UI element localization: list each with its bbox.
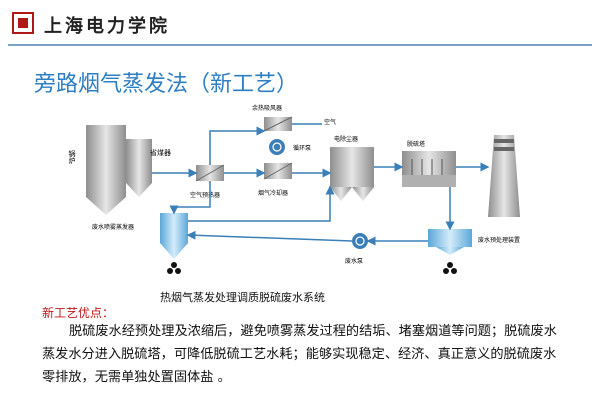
school-logo <box>12 12 34 34</box>
residue-pile-right <box>443 262 457 274</box>
label-waste-pump: 废水泵 <box>345 257 363 265</box>
pipe-network <box>152 123 490 246</box>
label-circ-pump: 循环泵 <box>293 144 311 152</box>
electrostatic-precipitator <box>330 147 374 201</box>
boiler <box>86 125 126 215</box>
desulfurization-tower <box>402 151 456 187</box>
spray-evaporator <box>160 213 188 259</box>
label-air-preheater: 空气预热器 <box>190 191 220 199</box>
label-waste-heater: 余热吸风器 <box>252 104 282 112</box>
waste-pump-icon <box>352 233 368 249</box>
header: 上海电力学院 <box>0 0 600 46</box>
advantages-body: 脱硫废水经预处理及浓缩后，避免喷雾蒸发过程的结垢、堵塞烟道等问题；脱硫废水蒸发水… <box>42 324 557 385</box>
residue-pile-left <box>167 262 181 274</box>
circulation-pump-icon <box>269 139 285 155</box>
label-desulf-tower: 脱硫塔 <box>407 140 425 148</box>
economizer <box>126 139 152 197</box>
label-economizer: 省煤器 <box>150 148 171 157</box>
school-name: 上海电力学院 <box>44 16 170 37</box>
label-spray-evap: 废水喷雾蒸发器 <box>92 223 134 231</box>
label-pretreat: 废水预处理装置 <box>478 236 520 244</box>
advantages-text: 脱硫废水经预处理及浓缩后，避免喷雾蒸发过程的结垢、堵塞烟道等问题；脱硫废水蒸发水… <box>42 320 562 389</box>
advantages-title: 新工艺优点： <box>42 306 115 320</box>
label-boiler: 锅炉 <box>68 149 76 165</box>
slide-title: 旁路烟气蒸发法（新工艺） <box>34 72 299 97</box>
label-air: 空气 <box>324 118 336 126</box>
header-divider <box>8 44 592 46</box>
diagram-caption: 热烟气蒸发处理调质脱硫废水系统 <box>160 291 325 304</box>
chimney <box>488 135 520 217</box>
process-diagram: 锅炉 省煤器 空气预热器 余热吸风器 空气 循环泵 烟气冷却器 电除尘器 脱硫塔 <box>68 104 520 274</box>
pretreatment-unit <box>428 229 472 247</box>
label-esp: 电除尘器 <box>334 135 358 143</box>
label-flue-cooler: 烟气冷却器 <box>258 189 288 197</box>
